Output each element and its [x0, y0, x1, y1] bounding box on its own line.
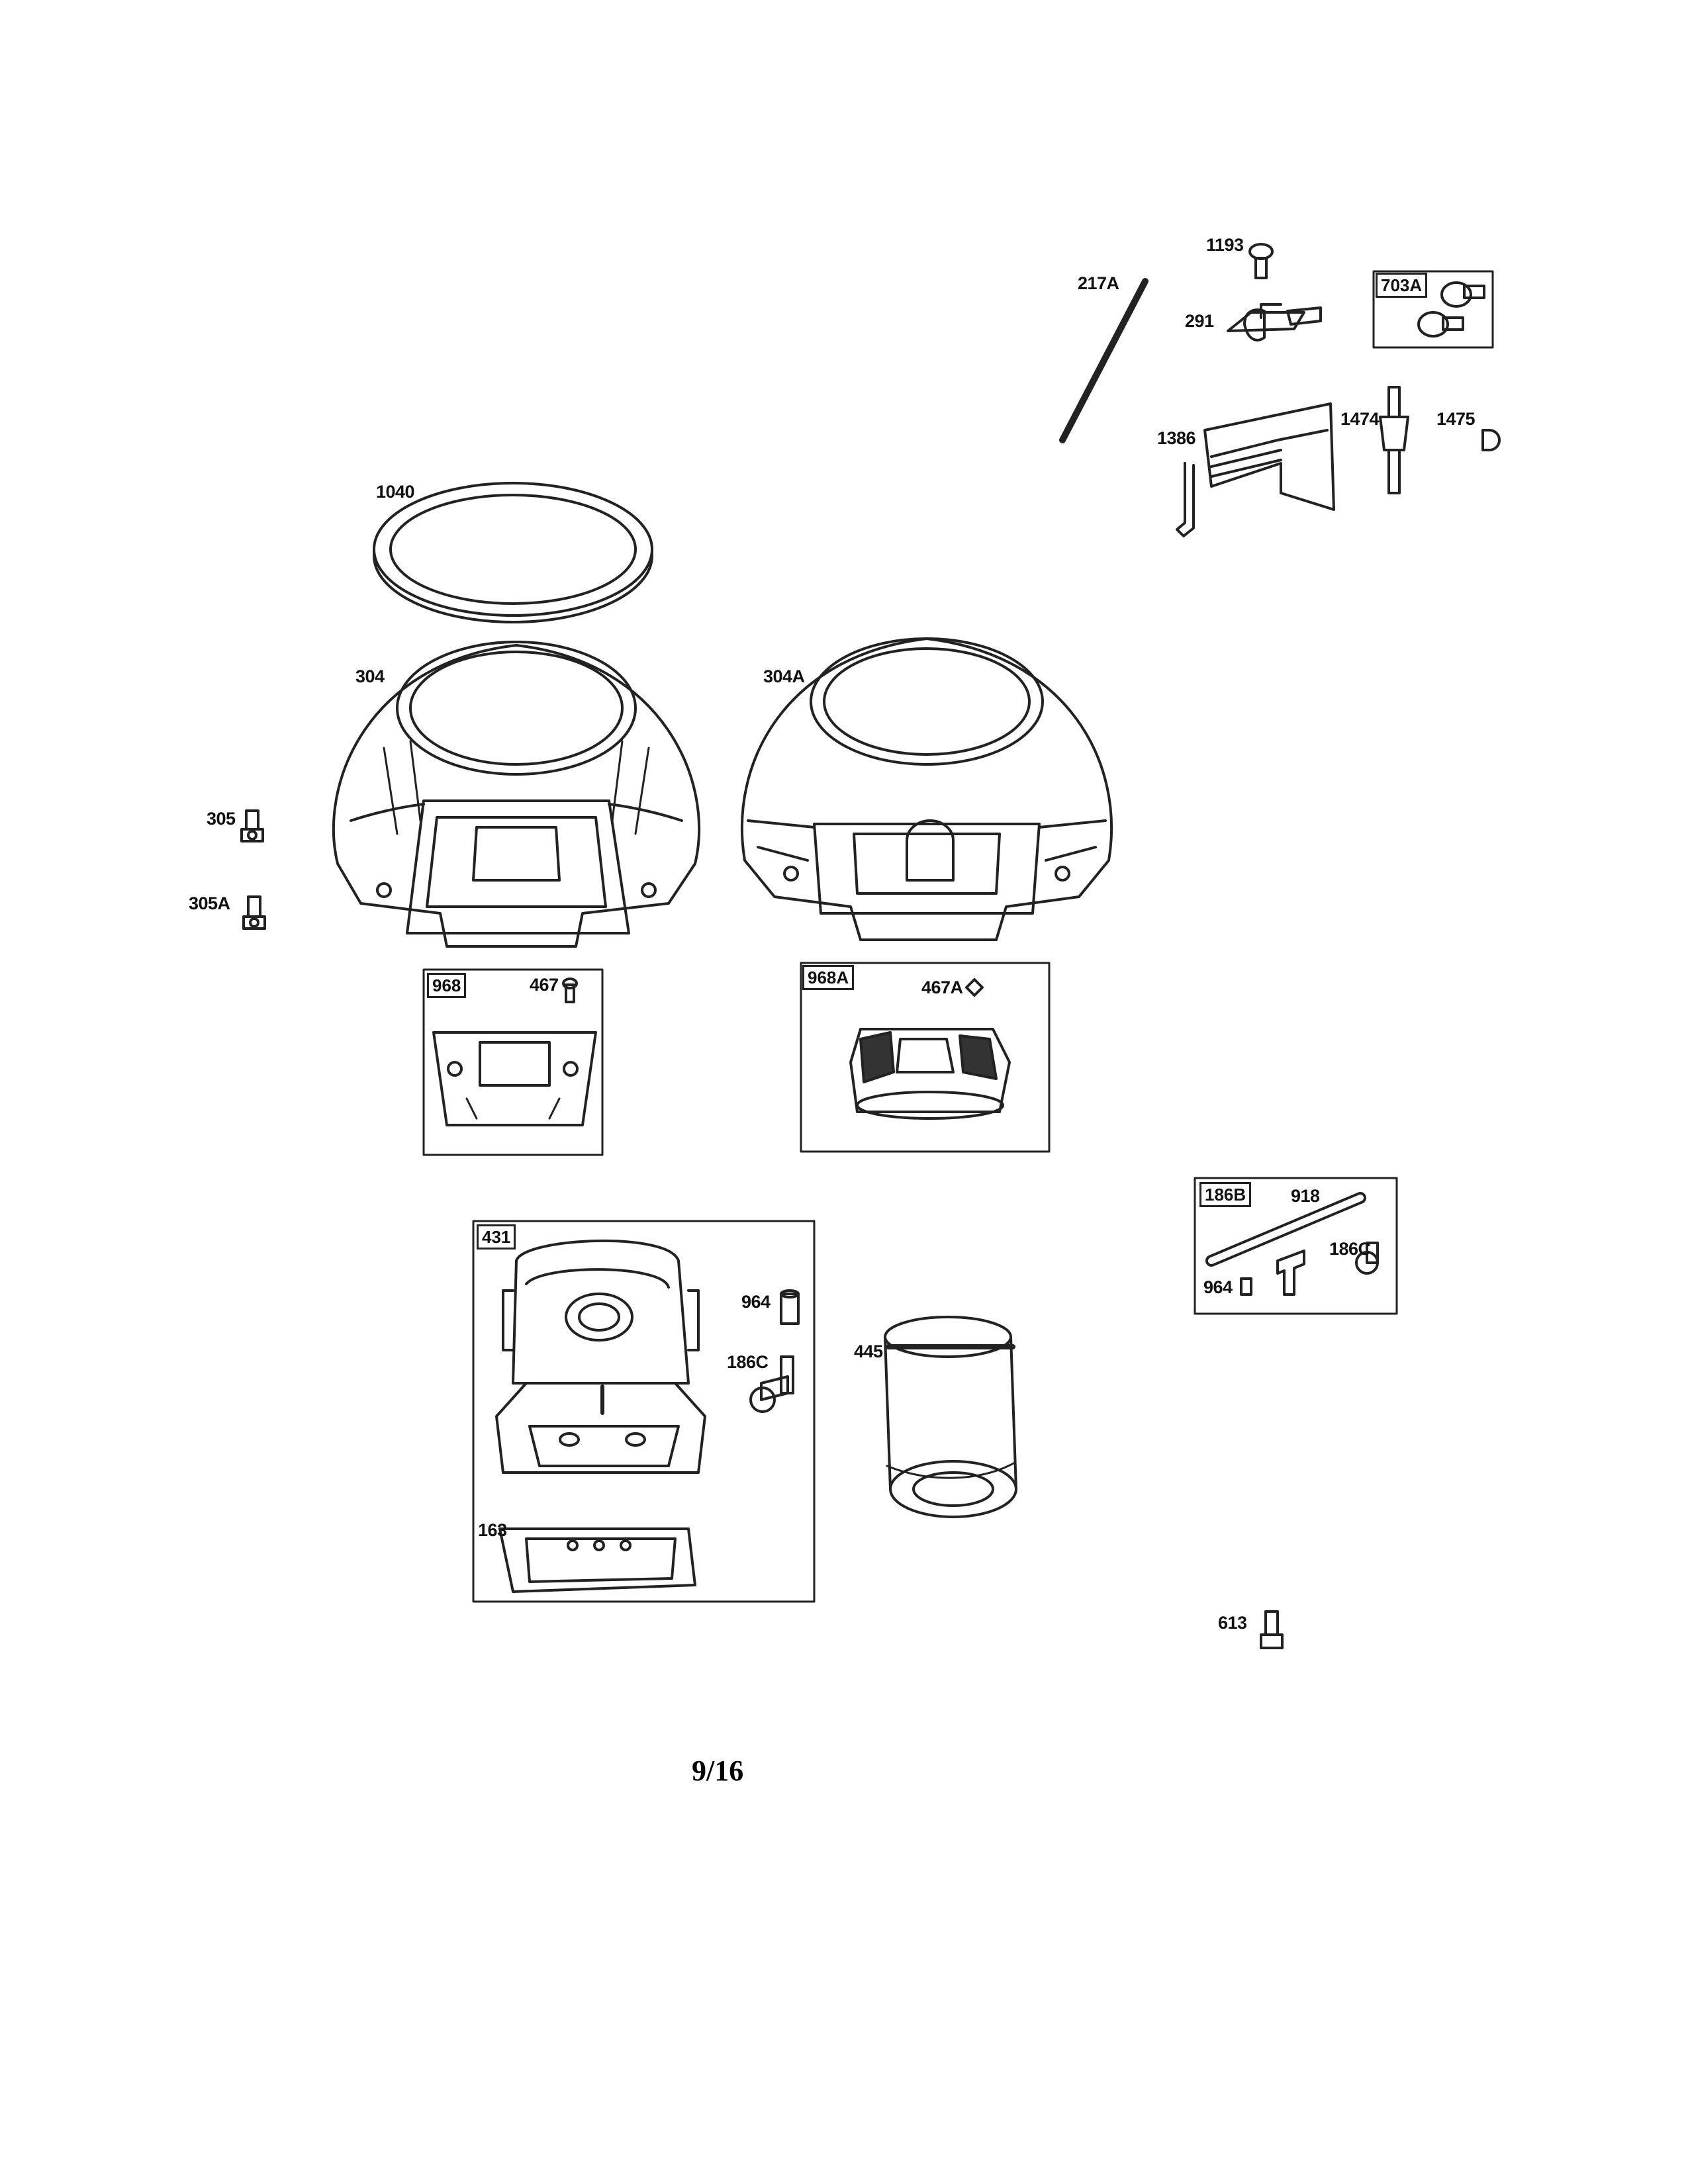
callout-186b: 186B	[1199, 1182, 1252, 1207]
callout-291: 291	[1185, 311, 1214, 331]
callout-703a: 703A	[1376, 273, 1428, 298]
part-968-cover-box	[422, 968, 604, 1156]
callout-968a: 968A	[802, 965, 855, 990]
callout-918: 918	[1291, 1186, 1320, 1206]
callout-964-kit: 964	[1203, 1277, 1233, 1297]
callout-445: 445	[854, 1342, 883, 1361]
callout-968: 968	[427, 973, 467, 998]
part-305-bolt	[240, 809, 264, 842]
part-304-blower-housing	[332, 641, 701, 948]
callout-1386: 1386	[1157, 428, 1196, 448]
page-number: 9/16	[692, 1754, 744, 1787]
part-431-air-cleaner-box	[472, 1220, 816, 1603]
callout-1193: 1193	[1206, 235, 1244, 255]
callout-467a: 467A	[921, 978, 963, 997]
callout-613: 613	[1218, 1613, 1247, 1633]
part-1040-ring	[373, 482, 653, 623]
part-703a-kit-box	[1372, 270, 1494, 349]
callout-217a: 217A	[1078, 273, 1119, 293]
part-1475-nut	[1481, 429, 1501, 451]
part-445-air-filter	[884, 1316, 1017, 1518]
callout-304a: 304A	[763, 666, 805, 686]
part-1474-stud	[1379, 386, 1409, 494]
callout-964: 964	[741, 1292, 771, 1312]
callout-431: 431	[477, 1224, 516, 1250]
callout-186c-kit: 186C	[1329, 1239, 1371, 1259]
part-217a-governor-spring	[1059, 278, 1149, 443]
callout-1475: 1475	[1436, 409, 1476, 429]
part-291-bracket	[1227, 303, 1322, 341]
callout-305a: 305A	[189, 893, 230, 913]
part-304a-blower-housing	[741, 637, 1113, 941]
callout-1040: 1040	[376, 482, 415, 502]
callout-304: 304	[355, 666, 385, 686]
callout-305: 305	[207, 809, 236, 829]
callout-1474: 1474	[1340, 409, 1380, 429]
callout-467: 467	[530, 975, 559, 995]
part-305a-bolt	[242, 895, 266, 930]
part-968a-cover-box	[800, 962, 1051, 1153]
part-186b-kit-box	[1194, 1177, 1398, 1315]
callout-163: 163	[478, 1520, 507, 1540]
part-1386-baffle	[1176, 402, 1335, 537]
callout-186c: 186C	[727, 1352, 769, 1372]
part-1193-screw	[1248, 243, 1274, 279]
part-613-bolt	[1260, 1610, 1284, 1649]
